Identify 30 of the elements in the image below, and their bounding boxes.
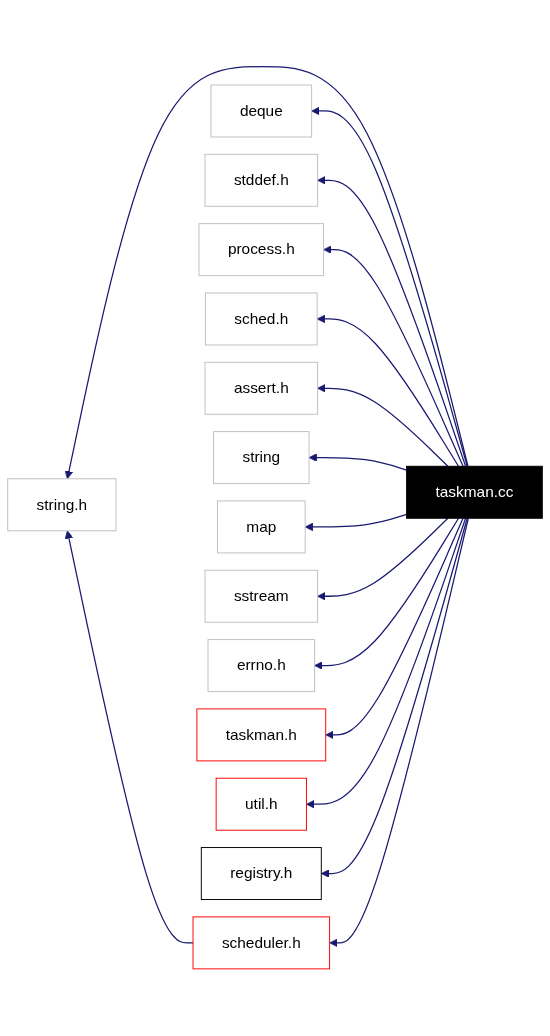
node-box: stddef.h bbox=[204, 154, 319, 207]
arrow bbox=[317, 176, 467, 468]
arrow bbox=[311, 106, 468, 468]
node-box: taskman.h bbox=[196, 708, 327, 762]
arrow bbox=[314, 517, 460, 671]
node-box: util.h bbox=[215, 777, 307, 831]
arrow bbox=[317, 384, 449, 468]
arrow bbox=[64, 530, 194, 944]
arrow bbox=[306, 517, 467, 809]
arrow bbox=[329, 517, 469, 948]
node-box: deque bbox=[210, 84, 313, 138]
arrow bbox=[304, 513, 408, 532]
node-box: assert.h bbox=[204, 362, 319, 415]
arrow bbox=[64, 66, 469, 480]
arrow bbox=[317, 517, 449, 601]
node-box: sched.h bbox=[204, 292, 318, 346]
node-box: taskman.cc bbox=[406, 466, 543, 519]
node-box: string bbox=[213, 431, 310, 485]
node-box: registry.h bbox=[200, 847, 322, 901]
node-box: scheduler.h bbox=[192, 916, 331, 970]
node-box: errno.h bbox=[207, 639, 316, 693]
arrow bbox=[308, 453, 408, 471]
node-box: sstream bbox=[204, 570, 319, 623]
arrow bbox=[320, 517, 468, 878]
arrow bbox=[325, 517, 464, 740]
node-box: process.h bbox=[198, 223, 325, 277]
arrow bbox=[323, 245, 464, 468]
node-box: map bbox=[216, 500, 306, 554]
arrow bbox=[316, 314, 460, 468]
node-box: string.h bbox=[7, 478, 117, 532]
